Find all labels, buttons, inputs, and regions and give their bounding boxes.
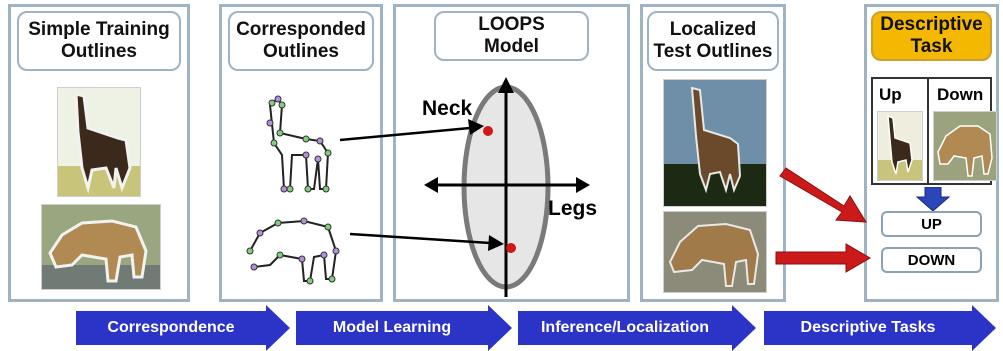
stage-descriptive-tasks: Descriptive Tasks xyxy=(764,305,996,351)
stage-label: Model Learning xyxy=(332,319,452,336)
panel-title: Localized Test Outlines xyxy=(647,11,779,71)
down-header: Down xyxy=(937,85,984,104)
up-header: Up xyxy=(879,85,902,104)
title-line: Outlines xyxy=(262,41,339,62)
panel-title: Descriptive Task xyxy=(871,11,992,61)
corresponded-outline-bending xyxy=(246,217,340,285)
title-line: Simple Training xyxy=(28,19,170,40)
title-line: LOOPS xyxy=(478,14,545,35)
horizontal-axis-arrowhead-right xyxy=(576,177,590,193)
legs-point xyxy=(506,243,516,253)
panel-training-outlines: Simple Training Outlines xyxy=(8,4,190,302)
stage-label: Inference/Localization xyxy=(540,319,710,336)
bending-giraffe-image xyxy=(41,204,161,290)
neck-point xyxy=(483,126,493,136)
standing-giraffe-image xyxy=(57,87,141,197)
panel-title: Simple Training Outlines xyxy=(17,11,181,71)
title-line: Localized xyxy=(669,19,757,40)
stage-model-learning: Model Learning xyxy=(296,305,512,351)
panel-corresponded-outlines: Corresponded Outlines xyxy=(219,4,383,302)
title-line: Outlines xyxy=(60,41,137,62)
panel-localized-test-outlines: Localized Test Outlines xyxy=(640,4,786,302)
title-line: Descriptive xyxy=(880,14,983,35)
loops-model-diagram xyxy=(424,77,590,297)
down-example-image xyxy=(933,111,997,181)
stage-label: Correspondence xyxy=(107,319,235,336)
panel-descriptive-task: Descriptive Task Up Down UP DOWN xyxy=(864,4,999,302)
down-result-arrow xyxy=(775,243,871,273)
neck-label: Neck xyxy=(422,97,473,120)
title-line: Task xyxy=(910,36,953,57)
divider xyxy=(927,79,929,183)
test-giraffe-bending-image xyxy=(663,211,767,293)
panel-title: LOOPS Model xyxy=(434,11,589,61)
stage-inference-localization: Inference/Localization xyxy=(518,305,756,351)
answer-up: UP xyxy=(881,211,982,237)
title-line: Corresponded xyxy=(236,19,366,40)
stage-correspondence: Correspondence xyxy=(76,305,290,351)
title-line: Model xyxy=(484,36,539,57)
up-down-examples: Up Down xyxy=(871,77,997,185)
up-example-image xyxy=(877,111,923,181)
stage-label: Descriptive Tasks xyxy=(800,319,936,336)
title-line: Test Outlines xyxy=(653,41,773,62)
horizontal-axis-arrowhead-left xyxy=(424,177,438,193)
panel-title: Corresponded Outlines xyxy=(228,11,374,71)
down-arrow-icon xyxy=(915,187,951,212)
answer-down: DOWN xyxy=(881,247,982,273)
test-giraffe-standing-image xyxy=(663,79,767,207)
panel-loops-model: LOOPS Model Neck Legs xyxy=(393,4,630,302)
legs-label: Legs xyxy=(548,197,598,220)
up-result-arrow xyxy=(779,167,867,223)
corresponded-outline-standing xyxy=(266,95,332,193)
vertical-axis-arrowhead xyxy=(498,77,514,93)
